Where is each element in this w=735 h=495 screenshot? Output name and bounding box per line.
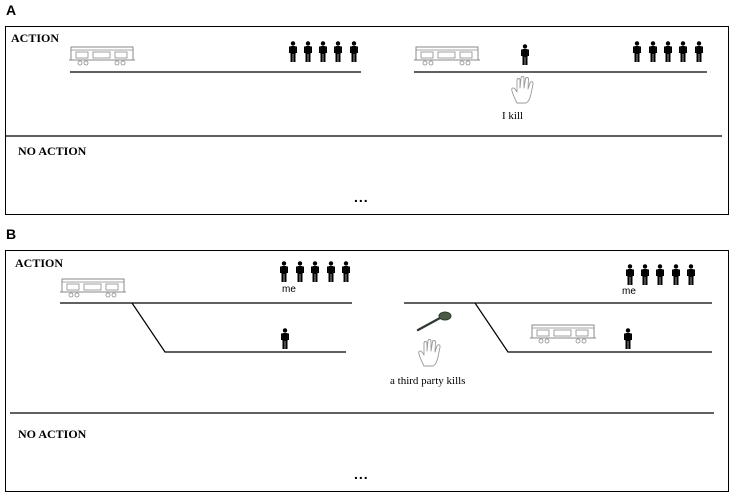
hand-icon xyxy=(511,76,534,104)
person-icon xyxy=(633,41,641,62)
person-icon xyxy=(342,261,350,282)
panel-a-group-right xyxy=(633,41,703,62)
person-icon xyxy=(280,261,288,282)
person-icon xyxy=(289,41,297,62)
train-car-icon xyxy=(60,278,126,298)
person-icon xyxy=(624,328,632,349)
panel-a-letter: A xyxy=(6,2,17,18)
panel-a-ellipsis: ... xyxy=(354,189,369,205)
panel-b-no-action-label: NO ACTION xyxy=(18,427,87,441)
panel-b-frame xyxy=(5,250,729,492)
person-icon xyxy=(679,41,687,62)
remote-switch-icon xyxy=(416,311,452,332)
panel-b-me-label-right: me xyxy=(622,286,636,297)
panel-b-group-left xyxy=(280,261,350,282)
panel-a-frame xyxy=(5,26,729,215)
panel-b-me-label-left: me xyxy=(282,284,296,295)
person-icon xyxy=(311,261,319,282)
person-icon xyxy=(656,264,664,285)
panel-a-no-action-label: NO ACTION xyxy=(18,144,87,158)
person-icon xyxy=(304,41,312,62)
train-car-icon xyxy=(414,46,480,66)
panel-b-side-track-right xyxy=(474,302,712,353)
train-car-icon xyxy=(69,46,135,66)
person-icon xyxy=(319,41,327,62)
person-icon xyxy=(296,261,304,282)
panel-b-letter: B xyxy=(6,226,17,242)
train-car-icon xyxy=(530,324,596,344)
panel-b-action-label: ACTION xyxy=(15,256,64,270)
person-icon xyxy=(327,261,335,282)
panel-b-group-right xyxy=(626,264,695,285)
hand-icon xyxy=(418,339,441,367)
person-icon xyxy=(521,44,529,65)
person-icon xyxy=(641,264,649,285)
panel-a-hand-caption: I kill xyxy=(502,110,524,122)
person-icon xyxy=(626,264,634,285)
person-icon xyxy=(687,264,695,285)
panel-a-action-label: ACTION xyxy=(11,31,60,45)
person-icon xyxy=(695,41,703,62)
panel-b-side-track-left xyxy=(131,302,346,353)
person-icon xyxy=(281,328,289,349)
panel-a-group-left xyxy=(289,41,358,62)
person-icon xyxy=(649,41,657,62)
panel-b-hand-caption: a third party kills xyxy=(390,375,466,387)
person-icon xyxy=(350,41,358,62)
person-icon xyxy=(334,41,342,62)
person-icon xyxy=(664,41,672,62)
panel-b-ellipsis: ... xyxy=(354,466,369,482)
person-icon xyxy=(672,264,680,285)
